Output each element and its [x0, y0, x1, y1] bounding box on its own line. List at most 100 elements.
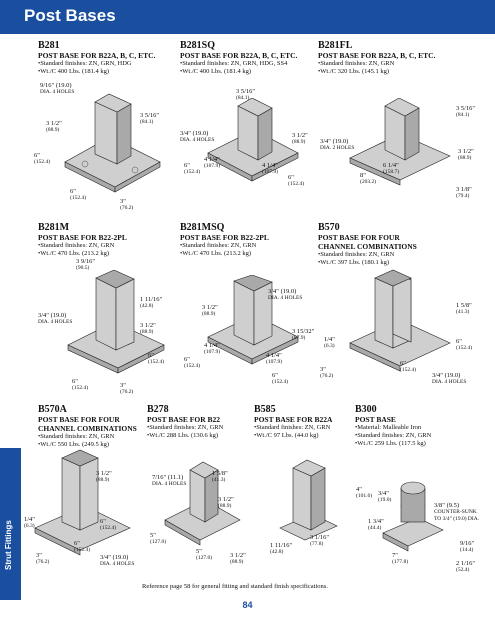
dim-inches: 3": [120, 198, 126, 205]
dim-metric: DIA. 4 HOLES: [40, 89, 75, 95]
dimension-label: 4 1/4"(107.9): [204, 156, 220, 170]
dimension-label: 5"(127.0): [196, 548, 212, 562]
dim-metric: (44.4): [368, 525, 382, 531]
b570a-drawing: [34, 449, 131, 556]
b281fl-drawing: [349, 98, 451, 186]
dim-inches: 3 5/16": [140, 112, 160, 119]
page-number: 84: [242, 600, 253, 610]
dimension-label: 5"(127.0): [150, 532, 166, 546]
dimension-label: 7/16" (11.1)DIA. 4 HOLES: [152, 474, 196, 488]
dim-metric: DIA. 4 HOLES: [268, 295, 303, 301]
product-code: B278: [147, 404, 169, 415]
dim-inches: 3/4" (19.0): [100, 554, 129, 561]
dim-inches: 3 1/2": [202, 304, 218, 311]
dim-metric: (107.9): [266, 359, 283, 365]
dimension-label: 4 1/4"(107.9): [262, 162, 278, 176]
product-spec: •Wt./C 288 Lbs. (130.6 kg): [147, 432, 219, 439]
product-code: B300: [355, 404, 377, 415]
dim-metric: (127.0): [150, 539, 167, 545]
dim-inches: 3 15/32": [292, 328, 315, 335]
product-b281fl: B281FL POST BASE FOR B22A, B, C, ETC. •S…: [318, 40, 468, 76]
dimension-label: 6"(152.4): [456, 338, 472, 352]
dimension-label: 1 11/16"(42.8): [140, 296, 162, 310]
dim-inches: 1 11/16": [140, 296, 163, 303]
dim-inches: 3/8" (9.5): [434, 502, 460, 509]
product-b281: B281 POST BASE FOR B22A, B, C, ETC. •Sta…: [38, 40, 178, 76]
dim-metric: (84.1): [140, 119, 154, 125]
product-b570a: B570A POST BASE FOR FOUR CHANNEL COMBINA…: [38, 404, 138, 449]
product-spec: •Standard finishes: ZN, GRN: [318, 60, 395, 67]
dimension-label: 6 1/4"(158.7): [383, 162, 399, 176]
dimension-label: 3 5/16"(84.1): [236, 88, 255, 102]
dim-inches: 6": [100, 518, 106, 525]
dim-inches: 5": [196, 548, 202, 555]
dimension-label: 1/4"(6.3): [324, 336, 335, 350]
dim-metric: (88.9): [202, 311, 216, 317]
dim-inches: 1/4": [24, 516, 35, 523]
dim-inches: 1/4": [324, 336, 335, 343]
dimension-label: 6"(152.4): [288, 174, 304, 188]
product-title: POST BASE FOR B22-2PL: [180, 233, 269, 242]
dim-metric: (152.4): [400, 367, 417, 373]
dim-inches: 6": [456, 338, 462, 345]
dim-inches: 3": [320, 366, 326, 373]
dim-inches: 5": [150, 532, 156, 539]
dim-inches: 3/4" (19.0): [320, 138, 349, 145]
dim-inches: 6": [70, 188, 76, 195]
dim-inches: 6": [184, 356, 190, 363]
dimension-label: 3/4" (19.0)DIA. 4 HOLES: [38, 312, 72, 326]
dim-metric: COUNTER-SUNK TO 3/4" (19.0) DIA.: [434, 509, 480, 522]
dimension-label: 3/4" (19.0)DIA. 2 HOLES: [320, 138, 354, 152]
b281m-drawing: [67, 270, 165, 374]
product-title: POST BASE FOR B22: [147, 415, 221, 424]
dim-metric: (152.4): [184, 169, 201, 175]
b281sq-drawing: [207, 98, 299, 182]
b281msq-drawing: [207, 275, 299, 365]
dim-metric: DIA. 4 HOLES: [432, 379, 467, 385]
dim-inches: 3 1/2": [46, 120, 62, 127]
dim-metric: (76.2): [320, 373, 334, 379]
dim-metric: (88.9): [46, 127, 60, 133]
product-b300: B300 POST BASE •Material: Malleable Iron…: [355, 404, 475, 448]
dim-metric: (88.9): [230, 559, 244, 565]
product-spec: •Wt./C 550 Lbs. (249.5 kg): [38, 441, 110, 448]
product-spec: •Wt./C 97 Lbs. (44.0 kg): [254, 432, 319, 439]
dim-inches: 3 9/16": [76, 258, 96, 265]
product-b570: B570 POST BASE FOR FOUR CHANNEL COMBINAT…: [318, 222, 438, 267]
dim-inches: 3/4" (19.0): [180, 130, 209, 137]
dimension-label: 3/4" (19.0)DIA. 4 HOLES: [268, 288, 302, 302]
dim-metric: (84.1): [456, 112, 470, 118]
dim-metric: (6.3): [24, 523, 35, 529]
dimension-label: 3 1/2"(88.9): [230, 552, 246, 566]
dimension-label: 3"(76.2): [120, 382, 133, 396]
dim-metric: (84.1): [236, 95, 250, 101]
dimension-label: 3 1/2"(88.9): [46, 120, 62, 134]
product-b281msq: B281MSQ POST BASE FOR B22-2PL •Standard …: [180, 222, 315, 258]
product-spec: •Standard finishes: ZN, GRN: [38, 242, 115, 249]
product-spec: •Standard finishes: ZN, GRN, HDG, SS4: [180, 60, 288, 67]
dim-inches: 3 5/16": [456, 105, 476, 112]
dim-inches: 6": [184, 162, 190, 169]
product-spec: •Wt./C 400 Lbs. (181.4 kg): [180, 68, 252, 75]
dimension-label: 3"(76.2): [320, 366, 333, 380]
dim-inches: 3 1/2": [218, 496, 234, 503]
dimension-label: 6"(152.4): [400, 360, 416, 374]
product-spec: •Standard finishes: ZN, GRN: [318, 251, 395, 258]
dimension-label: 9/16" (19.0)DIA. 4 HOLES: [40, 82, 74, 96]
dim-metric: (79.4): [456, 193, 470, 199]
b570-drawing: [349, 269, 451, 372]
product-spec: •Standard finishes: ZN, GRN: [38, 433, 115, 440]
dim-inches: 3/4" (19.0): [268, 288, 297, 295]
product-spec: •Material: Malleable Iron: [355, 424, 422, 431]
dim-inches: 4": [356, 486, 362, 493]
dimension-label: 4 1/4"(107.9): [266, 352, 282, 366]
dimension-label: 1 3/4"(44.4): [368, 518, 384, 532]
product-spec: •Standard finishes: ZN, GRN: [254, 424, 331, 431]
product-b281m: B281M POST BASE FOR B22-2PL •Standard fi…: [38, 222, 178, 258]
b300-drawing: [382, 481, 444, 552]
dim-inches: 3 1/2": [140, 322, 156, 329]
dim-inches: 4 1/4": [204, 342, 220, 349]
dim-metric: (152.4): [100, 525, 117, 531]
product-title: POST BASE FOR FOUR CHANNEL COMBINATIONS: [38, 415, 137, 433]
b585-drawing: [279, 459, 338, 541]
